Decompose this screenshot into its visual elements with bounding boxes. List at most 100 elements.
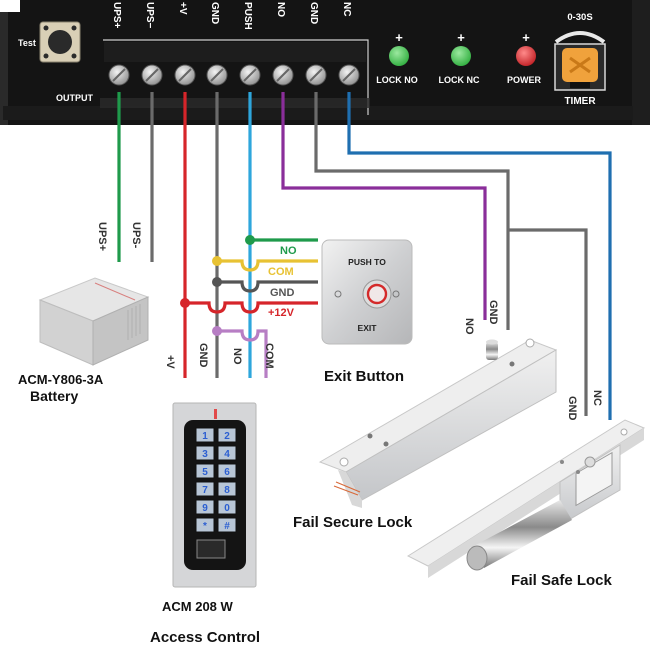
fail-secure-lock-device (318, 338, 558, 508)
keypad-key-label: 4 (224, 449, 230, 460)
wire-junction (212, 326, 222, 336)
wire-label-com: COM (263, 343, 275, 369)
keypad-key[interactable] (195, 499, 215, 515)
keypad-key-label: 6 (224, 467, 230, 478)
terminal-label: GND (308, 2, 319, 24)
wire-junction (180, 298, 190, 308)
led-label: LOCK NC (439, 75, 480, 85)
screw-slot (342, 68, 356, 82)
battery-name: Battery (30, 388, 78, 404)
fail-secure-lock-name: Fail Secure Lock (293, 514, 413, 531)
wire-label-no: NO (231, 348, 243, 365)
wire-label-fsec-gnd: GND (487, 300, 499, 325)
wire-label-exit-no: NO (280, 245, 297, 257)
screw-slot (145, 68, 159, 82)
keypad-keys: 1 2 3 4 5 6 7 8 9 0 * # (195, 427, 237, 533)
wire-lock-gnd (314, 92, 510, 330)
status-leds: + LOCK NO + LOCK NC + POWER (376, 30, 541, 85)
access-control-model: ACM 208 W (162, 599, 234, 614)
keypad-key[interactable] (217, 481, 237, 497)
wire-label-exit-12v: +12V (268, 307, 295, 319)
test-button[interactable] (39, 21, 81, 63)
wires (117, 92, 612, 420)
keypad-key-label: 5 (202, 467, 208, 478)
wire-label-exit-gnd: GND (270, 287, 295, 299)
keypad-key-label: # (224, 521, 230, 532)
wire-exit-gnd (217, 280, 318, 293)
status-led (389, 46, 409, 66)
keypad-key[interactable] (195, 427, 215, 443)
wire-label-fsafe-nc: NC (591, 390, 603, 406)
keypad-key-label: 7 (202, 485, 208, 496)
terminal-label: +V (177, 2, 188, 15)
keypad-key[interactable] (217, 463, 237, 479)
led-plus-sign: + (395, 30, 403, 45)
screw-slot (243, 68, 257, 82)
exit-button-wire-labels: NO COM GND +12V (268, 245, 297, 319)
status-led (451, 46, 471, 66)
wire-lock-nc (347, 92, 612, 420)
keypad-key-label: * (203, 521, 207, 532)
lock-wire-labels: NO GND GND NC (463, 300, 603, 421)
lock-bolt (466, 500, 572, 571)
terminal-label: UPS− (144, 2, 155, 29)
output-label: OUTPUT (56, 93, 94, 103)
terminal-label: UPS+ (111, 2, 122, 29)
status-led (516, 46, 536, 66)
terminal-label: NO (275, 2, 286, 17)
keypad-key-label: 8 (224, 485, 230, 496)
led-plus-sign: + (522, 30, 530, 45)
keypad-key-label: 2 (224, 431, 230, 442)
screw-slot (210, 68, 224, 82)
screw-slot (112, 68, 126, 82)
keypad-key[interactable] (195, 481, 215, 497)
keypad-key[interactable] (195, 463, 215, 479)
wire-junction (212, 256, 222, 266)
keypad-key-label: 9 (202, 503, 208, 514)
fail-safe-lock-name: Fail Safe Lock (511, 572, 613, 589)
keypad-key[interactable] (217, 427, 237, 443)
access-control-name: Access Control (150, 629, 260, 646)
controller-board: Test OUTPUT UPS+ UPS− +V GND PUSH NO GND NC + LO… (0, 0, 650, 125)
wire-exit-com (217, 259, 318, 272)
wire-junction (212, 277, 222, 287)
led-plus-sign: + (457, 30, 465, 45)
keypad-key-label: 3 (202, 449, 208, 460)
led-label: POWER (507, 75, 542, 85)
wire-junction (245, 235, 255, 245)
keypad-key-label: 0 (224, 503, 230, 514)
wire-label-plus-v: +V (164, 355, 176, 369)
terminal-label: NC (341, 2, 352, 16)
wire-lock-gnd-safe (508, 228, 588, 416)
terminal-block: UPS+ UPS− +V GND PUSH NO GND NC (108, 2, 360, 86)
keypad-key[interactable] (217, 499, 237, 515)
keypad-key[interactable] (195, 517, 215, 533)
wire-label-fsafe-gnd: GND (566, 396, 578, 421)
wire-exit-12v (185, 301, 318, 314)
keypad-key[interactable] (195, 445, 215, 461)
wire-lock-no (281, 92, 487, 320)
battery-model: ACM-Y806-3A (18, 372, 104, 387)
screw-slot (276, 68, 290, 82)
wire-label-ups-minus: UPS- (130, 222, 142, 249)
led-label: LOCK NO (376, 75, 418, 85)
access-control-wire-labels: +V GND NO COM (164, 343, 275, 369)
timer-range-label: 0-30S (567, 12, 592, 23)
test-label: Test (18, 38, 36, 48)
exit-button-device: PUSH TO EXIT (321, 239, 413, 345)
fail-safe-lock-device (406, 419, 646, 578)
timer-potentiometer[interactable] (554, 31, 606, 91)
screw-slot (178, 68, 192, 82)
keypad-key[interactable] (217, 517, 237, 533)
terminal-label: GND (209, 2, 220, 24)
timer-label: TIMER (564, 96, 596, 107)
terminal-label: PUSH (242, 2, 253, 30)
exit-button-name: Exit Button (324, 368, 404, 385)
keypad-key-label: 1 (202, 431, 208, 442)
keypad-device: 1 2 3 4 5 6 7 8 9 0 * # (172, 402, 257, 588)
battery-box (38, 277, 150, 366)
keypad-key[interactable] (217, 445, 237, 461)
wire-com-access (217, 329, 268, 378)
screw-slot (309, 68, 323, 82)
